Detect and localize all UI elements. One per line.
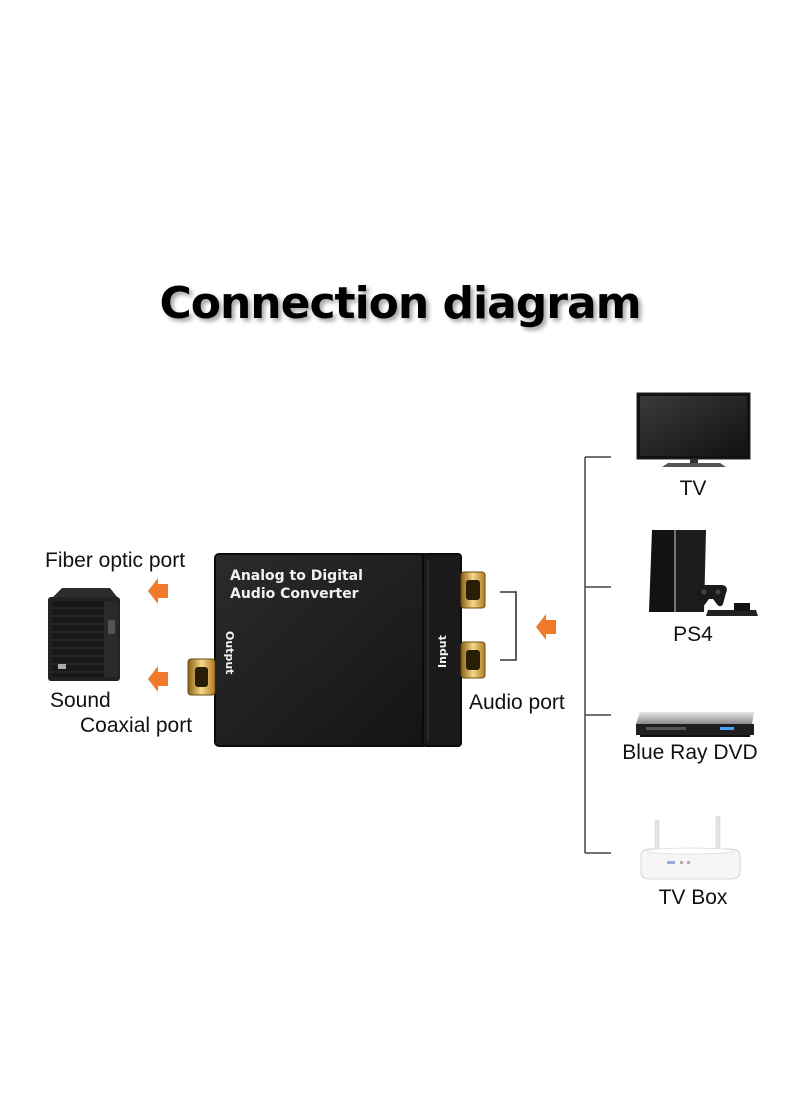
rca-input-jack-top xyxy=(460,571,486,609)
converter-name-line1: Analog to Digital xyxy=(230,568,363,584)
output-text: Output xyxy=(223,631,236,674)
coaxial-output-jack xyxy=(187,658,216,696)
coaxial-port-label: Coaxial port xyxy=(80,714,193,737)
converter-device: Analog to Digital Audio Converter Output… xyxy=(214,553,462,747)
input-bracket xyxy=(500,591,517,661)
arrow-audio-input-icon xyxy=(536,614,556,640)
rca-input-jack-bottom xyxy=(460,641,486,679)
ps4-label: PS4 xyxy=(673,623,713,646)
arrow-fiber-output-icon xyxy=(148,578,168,604)
converter-name-line2: Audio Converter xyxy=(230,586,359,602)
page-title: Connection diagram xyxy=(159,278,641,329)
bluray-dvd-icon xyxy=(636,712,754,737)
bluray-dvd-label: Blue Ray DVD xyxy=(622,741,758,764)
ps4-icon xyxy=(649,530,758,616)
speaker-icon xyxy=(48,588,120,681)
fiber-optic-port-label: Fiber optic port xyxy=(45,549,186,572)
arrow-coaxial-output-icon xyxy=(148,666,168,692)
tv-box-icon xyxy=(640,815,741,880)
sound-label: Sound xyxy=(50,689,111,712)
tv-label: TV xyxy=(679,477,707,500)
tv-box-label: TV Box xyxy=(658,886,728,909)
tv-icon xyxy=(636,392,751,467)
input-text: Input xyxy=(436,635,449,668)
source-connector-lines xyxy=(584,456,611,854)
audio-port-label: Audio port xyxy=(469,691,565,714)
